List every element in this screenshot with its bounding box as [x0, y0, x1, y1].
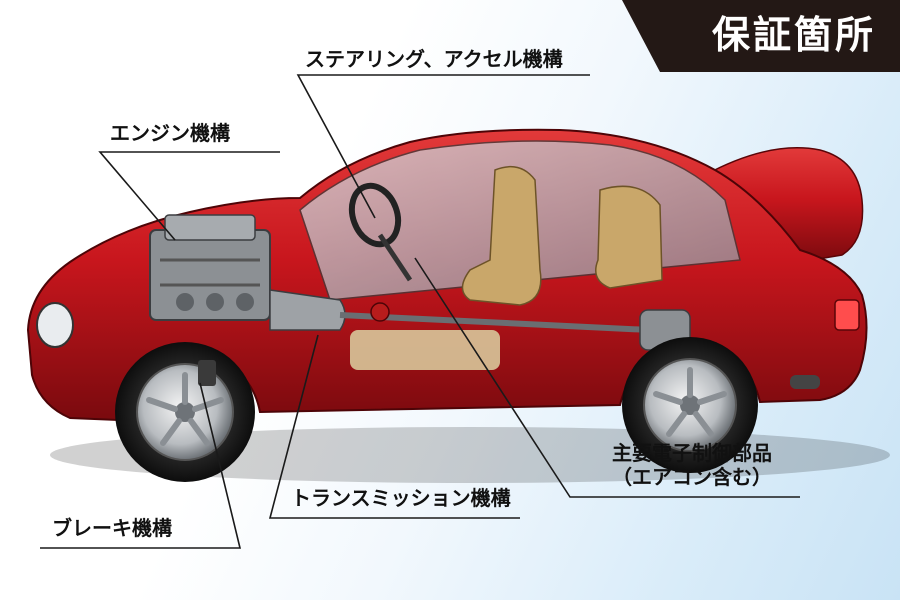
- engine-block: [149, 214, 271, 321]
- rear-seat: [595, 185, 663, 289]
- shift-knob: [370, 302, 390, 322]
- headlight: [36, 302, 74, 348]
- floor-carpet: [350, 330, 500, 370]
- front-wheel: [115, 342, 255, 482]
- leader-transmission: [268, 334, 520, 519]
- rear-wheel: [622, 337, 758, 473]
- leader-electronics: [414, 257, 800, 498]
- label-electronics-line1: 主要電子制御部品: [612, 441, 772, 465]
- leader-steering: [296, 74, 590, 219]
- label-electronics-line2: （エアコン含む）: [612, 465, 772, 489]
- badge-title: 保証箇所: [711, 13, 876, 57]
- warranty-badge: 保証箇所: [622, 0, 900, 72]
- label-transmission: トランスミッション機構: [291, 486, 511, 510]
- leader-brake: [40, 382, 242, 549]
- label-engine: エンジン機構: [110, 121, 230, 145]
- tail-light: [834, 299, 860, 331]
- driver-seat: [461, 165, 542, 306]
- brake-caliper: [198, 360, 216, 386]
- label-steering: ステアリング、アクセル機構: [305, 47, 563, 71]
- drive-shaft: [339, 312, 651, 333]
- exhaust-pipe: [790, 375, 820, 389]
- label-brake: ブレーキ機構: [52, 516, 172, 540]
- steering-column: [377, 233, 413, 282]
- leader-engine: [98, 151, 280, 241]
- label-electronics: 主要電子制御部品 （エアコン含む）: [586, 441, 798, 489]
